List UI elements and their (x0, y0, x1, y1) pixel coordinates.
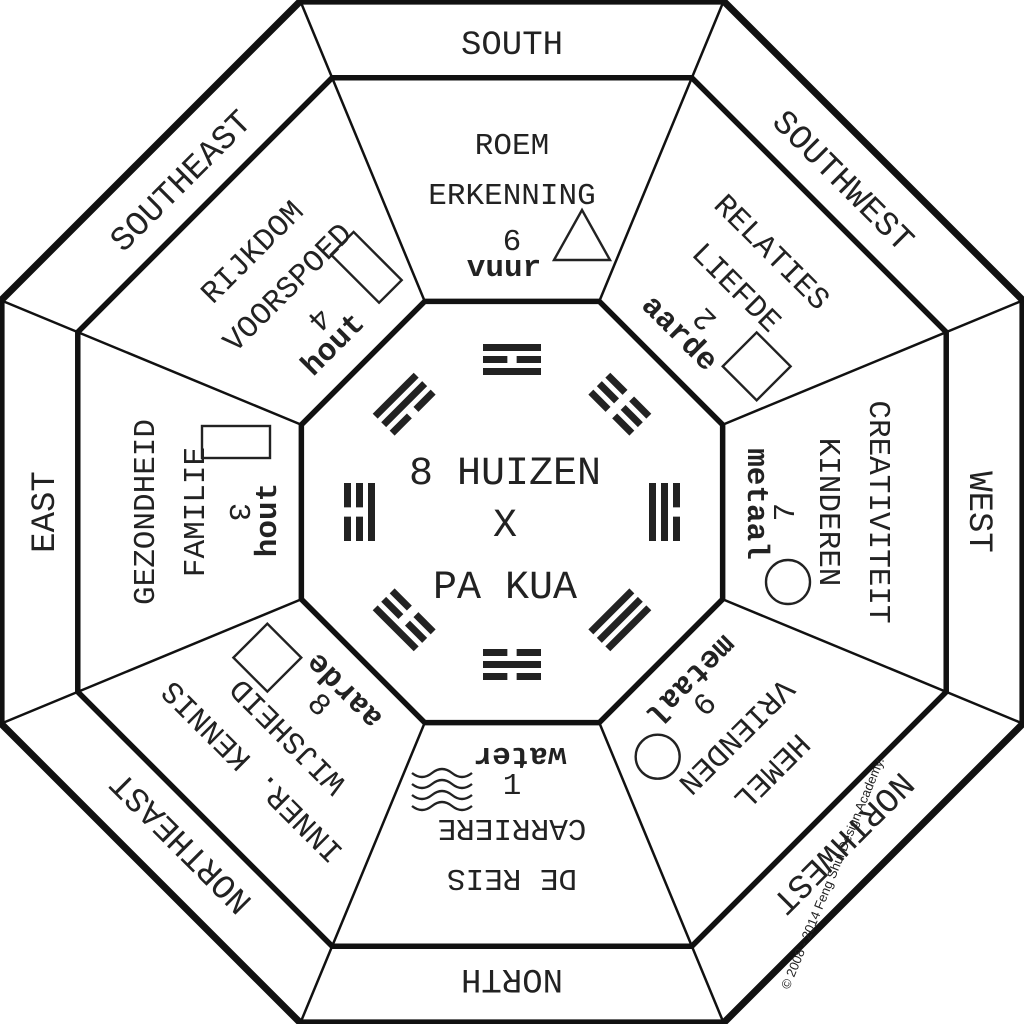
trigram-yin-line (673, 516, 680, 542)
trigram-yang-line (483, 661, 541, 668)
trigram-east (344, 482, 375, 541)
sector-divider (598, 722, 725, 1024)
sector-divider (598, 0, 725, 302)
direction-east: EAST (27, 471, 65, 553)
wood-rectangle-icon (200, 424, 272, 460)
trigram-yang-line (381, 381, 428, 428)
life-area-label: ERKENNING (428, 179, 595, 214)
trigram-symbols (344, 344, 680, 680)
trigram-south (483, 344, 541, 375)
trigram-yin-line (381, 596, 404, 620)
center-line-1: 8 HUIZEN (409, 452, 601, 497)
bagua-number: 7 (769, 503, 804, 522)
center-label: 8 HUIZEN X PA KUA (409, 452, 601, 611)
trigram-yin-line (596, 381, 620, 404)
metal-circle-icon (634, 733, 681, 780)
trigram-yang-line (661, 483, 668, 541)
sector-divider (299, 0, 426, 302)
trigram-yin-line (389, 588, 412, 611)
trigram-yin-line (404, 620, 428, 643)
center-line-3: PA KUA (433, 566, 577, 611)
water-waves-icon (411, 767, 473, 812)
trigram-yin-line (483, 649, 508, 656)
trigram-northwest (588, 588, 652, 652)
trigram-southeast (372, 372, 436, 436)
wood-rectangle-icon (329, 230, 404, 305)
trigram-yin-line (588, 389, 611, 412)
trigram-yang-line (372, 605, 419, 652)
trigram-west (649, 483, 680, 542)
sector-divider (0, 598, 302, 725)
sector-divider (722, 598, 1024, 725)
trigram-yin-line (620, 404, 643, 428)
trigram-yin-line (356, 516, 363, 541)
trigram-yin-line (673, 483, 680, 508)
element-water: water (473, 738, 566, 773)
element-metaal: metaal (738, 448, 773, 560)
trigram-yin-line (516, 356, 541, 363)
trigram-yang-line (372, 372, 419, 419)
life-area-label: DE REIS (447, 860, 577, 895)
trigram-yin-line (629, 396, 652, 419)
earth-square-icon (231, 622, 303, 694)
trigram-northeast (372, 588, 436, 652)
sector-divider (0, 299, 302, 426)
trigram-yin-line (389, 413, 412, 436)
trigram-yang-line (596, 596, 643, 643)
element-hout: hout (251, 483, 286, 557)
fire-triangle-icon (551, 207, 613, 262)
trigram-yang-line (483, 344, 541, 351)
direction-north: NORTH (461, 959, 563, 997)
sector-divider (722, 299, 1024, 426)
trigram-yin-line (483, 673, 508, 680)
direction-west: WEST (959, 471, 997, 553)
trigram-yin-line (516, 649, 541, 656)
life-area-label: CARRIERE (438, 810, 587, 845)
life-area-label: GEZONDHEID (129, 419, 164, 605)
trigram-yin-line (605, 372, 628, 395)
earth-square-icon (721, 330, 793, 402)
trigram-yin-line (483, 356, 508, 363)
trigram-yang-line (483, 368, 541, 375)
trigram-yin-line (413, 612, 436, 635)
metal-circle-icon (764, 558, 812, 606)
trigram-southwest (588, 372, 652, 436)
trigram-yin-line (344, 516, 351, 541)
direction-south: SOUTH (461, 27, 563, 65)
trigram-yang-line (605, 605, 652, 652)
trigram-yang-line (649, 483, 656, 541)
life-area-label: ROEM (475, 129, 549, 164)
element-vuur: vuur (467, 251, 541, 286)
bagua-number: 9 (503, 220, 522, 255)
trigram-north (483, 649, 541, 680)
bagua-number: 3 (220, 503, 255, 522)
center-line-2: X (493, 504, 517, 549)
life-area-label: CREATIVITEIT (860, 400, 895, 623)
life-area-label: FAMILIE (179, 447, 214, 577)
trigram-yin-line (356, 482, 363, 508)
bagua-number: 1 (503, 769, 522, 804)
trigram-yin-line (344, 482, 351, 508)
trigram-yang-line (588, 588, 635, 635)
trigram-yang-line (368, 483, 375, 541)
life-area-label: KINDEREN (810, 438, 845, 587)
trigram-yin-line (413, 389, 436, 412)
sector-divider (299, 722, 426, 1024)
trigram-yin-line (516, 673, 541, 680)
trigram-yin-line (612, 413, 635, 436)
